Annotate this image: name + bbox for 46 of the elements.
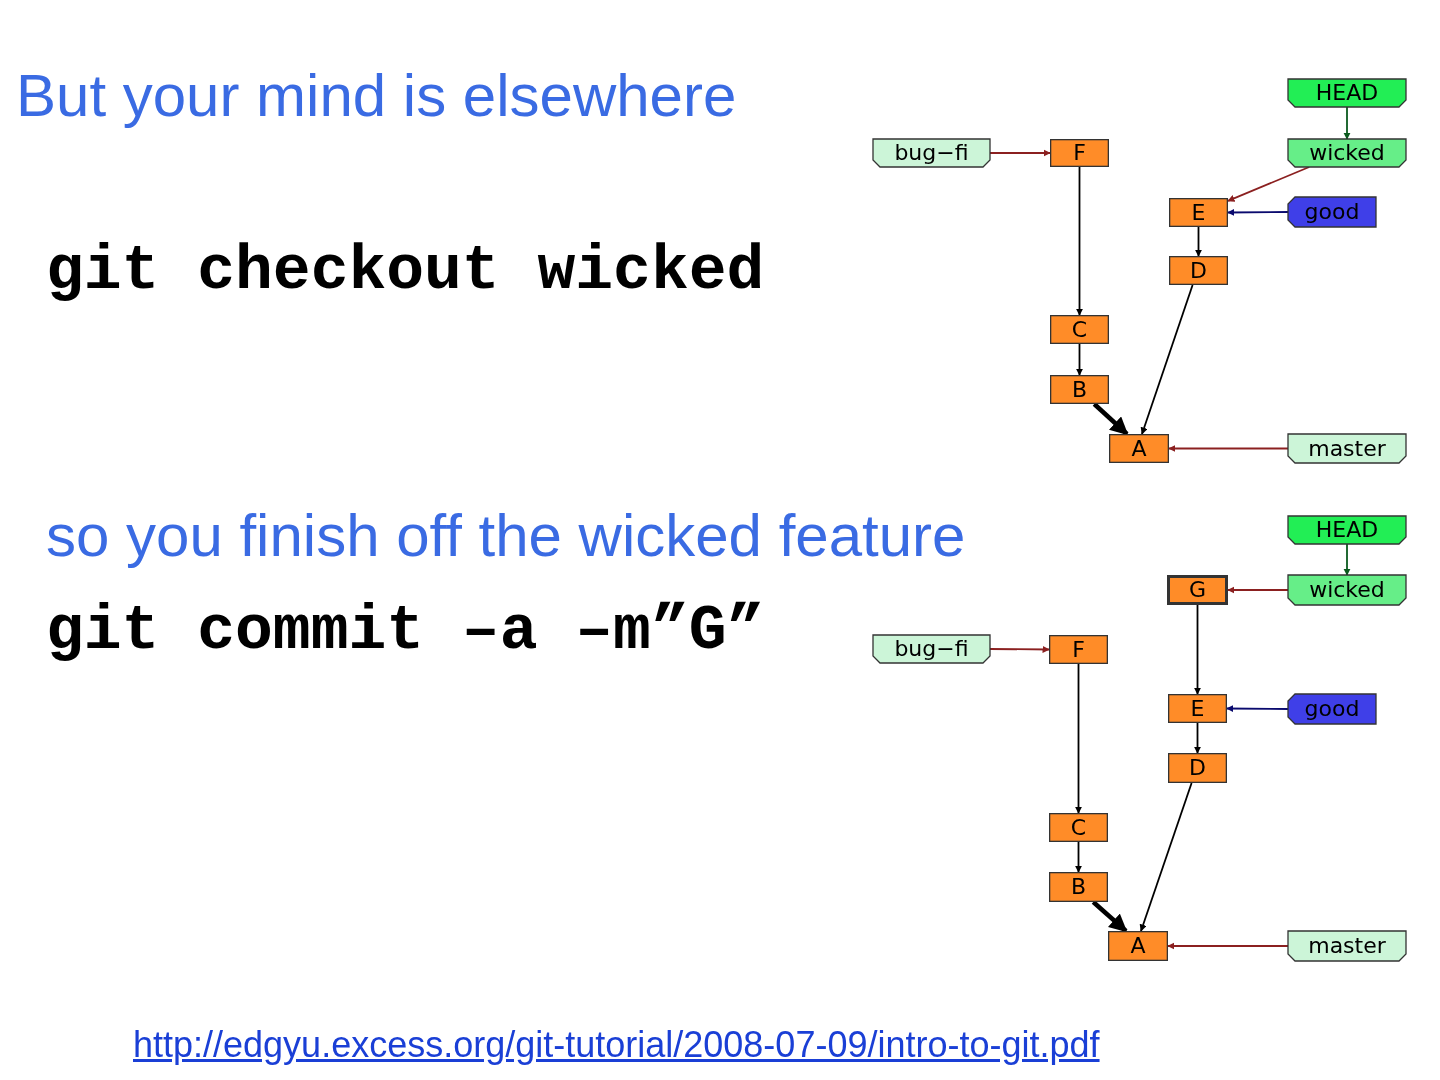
slide-heading: so you finish off the wicked feature	[46, 506, 966, 566]
head-label: HEAD	[1288, 516, 1406, 544]
slide-heading: But your mind is elsewhere	[16, 66, 737, 126]
arrow	[1226, 704, 1289, 713]
arrow	[1074, 663, 1083, 814]
command-text: git checkout wicked	[46, 240, 765, 303]
arrow	[1092, 402, 1129, 436]
arrow	[1091, 900, 1128, 933]
commit-box: C	[1050, 315, 1109, 344]
commit-box: B	[1050, 375, 1109, 404]
arrow	[1167, 942, 1289, 950]
commit-box: A	[1109, 434, 1169, 463]
command-text: git commit –a –m”G”	[46, 600, 765, 663]
arrow	[1193, 722, 1202, 754]
branch-label: bug−fi	[873, 635, 990, 663]
arrow	[1140, 284, 1194, 435]
branch-label: bug−fi	[873, 139, 990, 167]
arrow	[1075, 166, 1084, 316]
branch-label: master	[1288, 931, 1406, 961]
branch-label: master	[1288, 434, 1406, 463]
arrow	[1194, 226, 1203, 257]
tag-label: good	[1288, 694, 1376, 724]
commit-box: B	[1049, 872, 1108, 902]
tag-label: good	[1288, 197, 1376, 227]
arrow	[1343, 543, 1351, 576]
arrow	[1343, 106, 1351, 140]
arrow	[1227, 208, 1289, 217]
branch-label: wicked	[1288, 139, 1406, 167]
arrow	[1168, 444, 1289, 453]
commit-box: E	[1169, 198, 1228, 227]
commit-box: D	[1168, 753, 1227, 783]
source-link: http://edgyu.excess.org/git-tutorial/2008-07-09/intro-to-git.pdf	[133, 1024, 1100, 1066]
arrow	[1074, 841, 1083, 873]
arrow	[1193, 604, 1202, 695]
arrow	[1227, 586, 1289, 594]
commit-box: E	[1168, 694, 1227, 723]
commit-box: F	[1049, 635, 1108, 664]
commit-box: D	[1169, 256, 1228, 285]
commit-box: A	[1108, 931, 1168, 961]
commit-box: C	[1049, 813, 1108, 842]
commit-box: F	[1050, 139, 1109, 167]
head-label: HEAD	[1288, 79, 1406, 107]
commit-box: G	[1167, 575, 1228, 605]
branch-label: wicked	[1288, 575, 1406, 605]
arrow	[1139, 782, 1193, 932]
arrow	[1075, 343, 1084, 376]
